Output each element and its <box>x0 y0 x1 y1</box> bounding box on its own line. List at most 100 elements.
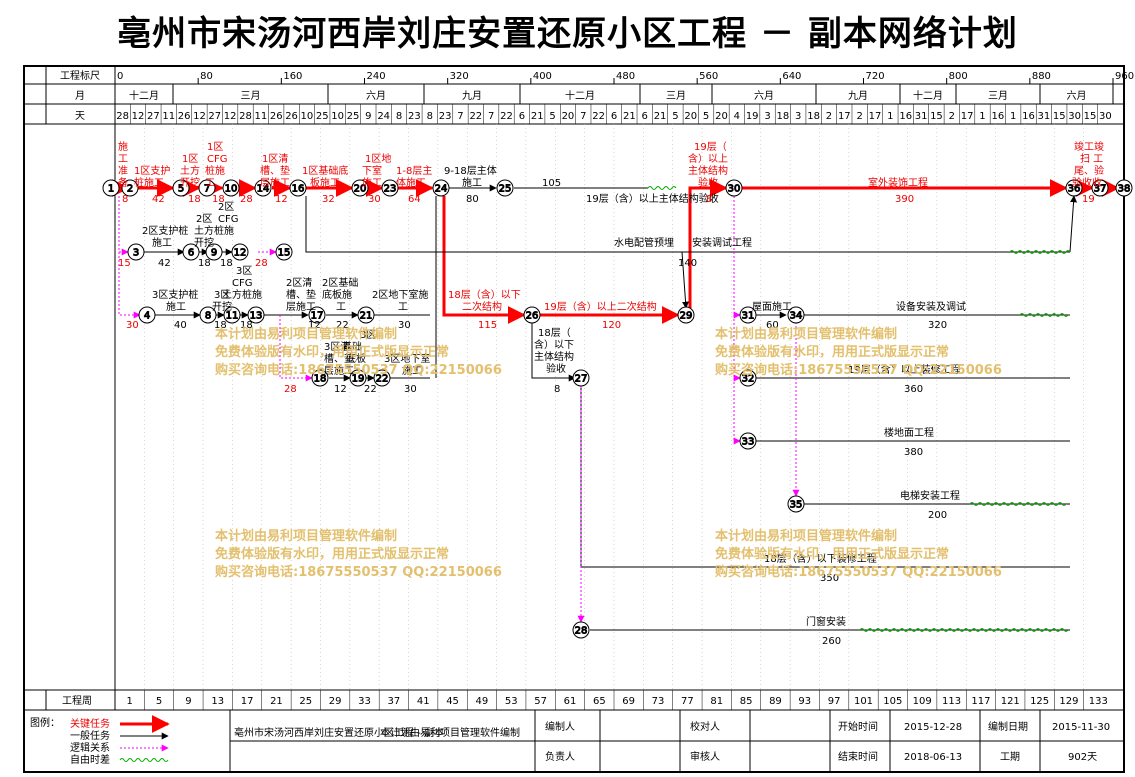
svg-text:本计划由易利项目管理软件编制: 本计划由易利项目管理软件编制 <box>715 326 897 342</box>
week-cell: 21 <box>270 696 283 707</box>
task-label: 槽、垫 <box>260 164 290 177</box>
day-cell: 27 <box>208 111 221 122</box>
task-label: 二次结构 <box>462 300 502 313</box>
month-cell: 十二月 <box>565 89 595 102</box>
node-label: 7 <box>204 184 210 195</box>
week-cell: 5 <box>156 696 162 707</box>
day-cell: 16 <box>899 111 912 122</box>
task-label: 105 <box>542 178 561 189</box>
task-duration: 18 <box>240 320 253 331</box>
legend-normal-task: 一般任务 <box>70 729 110 742</box>
scale-tick: 240 <box>367 71 386 82</box>
svg-text:免费体验版有水印，用用正式版显示正常: 免费体验版有水印，用用正式版显示正常 <box>715 546 949 562</box>
day-cell: 20 <box>715 111 728 122</box>
day-cell: 31 <box>1038 111 1051 122</box>
week-cell: 49 <box>476 696 489 707</box>
task-label: 工 <box>205 178 215 189</box>
svg-text:免费体验版有水印，用用正式版显示正常: 免费体验版有水印，用用正式版显示正常 <box>715 344 949 360</box>
task-duration: 120 <box>602 320 621 331</box>
week-cell: 113 <box>942 696 961 707</box>
node-circle <box>357 306 375 324</box>
task-label: 设备安装及调试 <box>896 300 966 313</box>
task-duration: 115 <box>478 320 497 331</box>
node-label: 36 <box>1068 184 1081 195</box>
task-label: 18层（含）以下装修工程 <box>764 552 877 565</box>
task-label: 1区 <box>207 141 223 153</box>
task-duration: 64 <box>408 194 421 205</box>
day-cell: 16 <box>1022 111 1035 122</box>
week-cell: 45 <box>446 696 459 707</box>
task-label: 板施工 <box>310 176 340 189</box>
node-circle <box>523 306 541 324</box>
node-label: 34 <box>790 311 803 322</box>
task-label: 3区清 <box>324 340 350 353</box>
day-cell: 6 <box>611 111 617 122</box>
node-circle <box>121 179 139 197</box>
node-circle <box>205 243 223 261</box>
task-duration: 18 <box>214 320 227 331</box>
day-cell: 12 <box>132 111 145 122</box>
task-label: CFG <box>232 278 252 289</box>
week-cell: 93 <box>798 696 811 707</box>
task-label: 1-8层主 <box>396 165 432 177</box>
task-label: 底板 <box>346 352 366 365</box>
page-title: 亳州市宋汤河西岸刘庄安置还原小区工程 － 副本网络计划 <box>117 14 1018 54</box>
task-label: 3区 <box>360 329 376 341</box>
task-label: 2区基础 <box>322 276 358 289</box>
week-cell: 89 <box>769 696 782 707</box>
logic-links <box>118 196 800 623</box>
task-label: 主体结构 <box>534 350 574 363</box>
task-label: 施工准备 <box>118 140 128 189</box>
day-cell: 7 <box>580 111 586 122</box>
node-circle <box>254 179 272 197</box>
day-label: 天 <box>75 111 85 122</box>
task-duration: 8 <box>554 384 560 395</box>
node-circle <box>231 243 249 261</box>
task-label: 竣工竣 <box>1074 140 1104 153</box>
node-label: 12 <box>234 248 247 259</box>
task-duration: 12 <box>308 320 321 331</box>
task-label: 土方 <box>194 224 214 237</box>
node-label: 38 <box>1118 184 1131 195</box>
day-cell: 3 <box>795 111 801 122</box>
day-cell: 28 <box>116 111 129 122</box>
month-cell: 三月 <box>241 90 261 102</box>
week-cell: 25 <box>299 696 312 707</box>
week-cell: 97 <box>828 696 841 707</box>
task-label: 安装调试工程 <box>692 236 752 249</box>
day-cell: 17 <box>869 111 882 122</box>
svg-text:免费体验版有水印，用用正式版显示正常: 免费体验版有水印，用用正式版显示正常 <box>215 344 449 360</box>
day-cell: 26 <box>285 111 298 122</box>
task-label: 18层（含）以下 <box>448 288 521 301</box>
node-label: 37 <box>1094 184 1107 195</box>
scale-tick: 720 <box>866 71 885 82</box>
scale-tick: 80 <box>200 71 213 82</box>
scale-tick: 160 <box>283 71 302 82</box>
node-circle <box>725 179 743 197</box>
node-label: 16 <box>292 184 305 195</box>
task-duration: 18 <box>220 258 233 269</box>
node-label: 1 <box>108 184 114 195</box>
task-duration: 200 <box>928 510 947 521</box>
day-cell: 15 <box>1053 111 1066 122</box>
week-cell: 117 <box>971 696 990 707</box>
start-label: 开始时间 <box>838 720 878 733</box>
day-cell: 31 <box>915 111 928 122</box>
node-circle <box>1065 179 1083 197</box>
day-cell: 21 <box>654 111 667 122</box>
week-cell: 9 <box>185 696 191 707</box>
end-value: 2018-06-13 <box>904 752 962 763</box>
node-circle <box>223 306 241 324</box>
node-circle <box>247 306 265 324</box>
task-label: 桩施工 <box>134 176 164 189</box>
task-duration: 8 <box>122 194 128 205</box>
task-label: 9-18层主体 <box>444 165 497 177</box>
footer-table: 亳州市宋汤河西岸刘庄安置还原小区工程 - 副本 本计划由易利项目管理软件编制 编… <box>230 710 1124 772</box>
start-value: 2015-12-28 <box>904 722 962 733</box>
node-circle <box>432 179 450 197</box>
end-label: 结束时间 <box>838 750 878 763</box>
node-label: 21 <box>360 311 373 322</box>
scale-label: 工程标尺 <box>60 70 100 82</box>
month-row: 十二月三月六月九月十二月三月六月九月十二月三月六月 <box>129 84 1114 104</box>
scale-tick: 400 <box>533 71 552 82</box>
